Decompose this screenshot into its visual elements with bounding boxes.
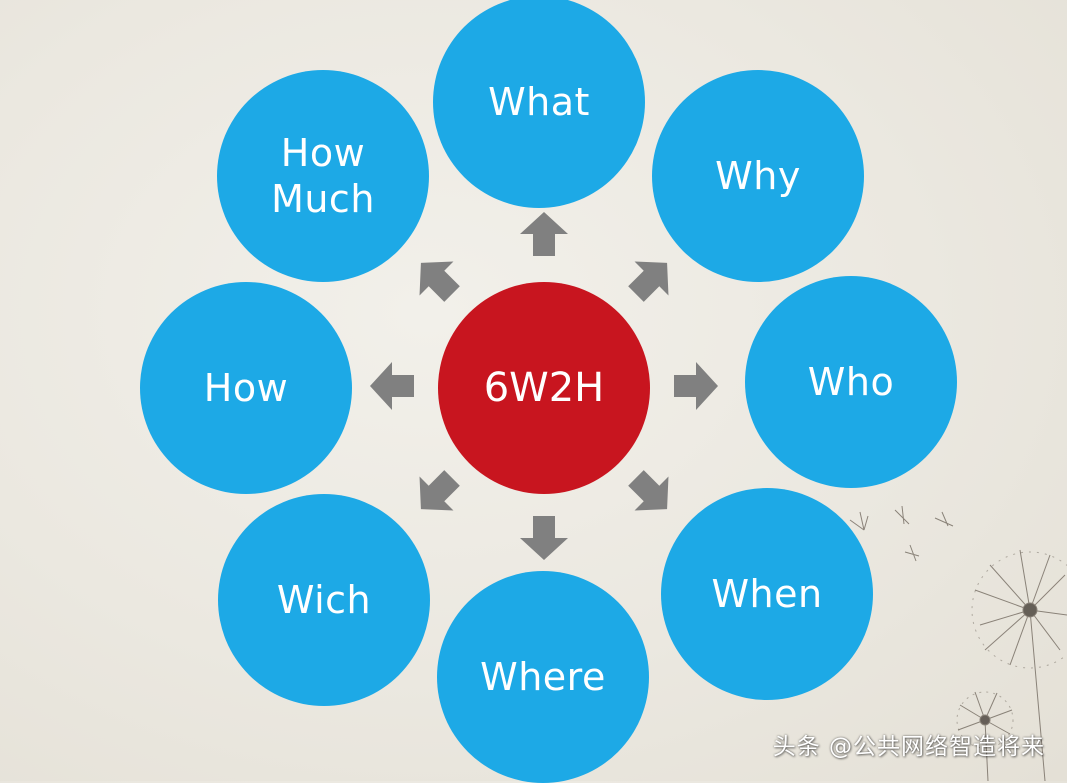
center-node: 6W2H [438, 282, 650, 494]
arrow-left-icon [370, 362, 414, 410]
arrow-right-icon [674, 362, 718, 410]
arrow-up-icon [520, 212, 568, 256]
arrow-down-left-icon [419, 470, 460, 511]
center-label: 6W2H [483, 365, 605, 411]
node-what: What [433, 0, 645, 208]
node-when: When [661, 488, 873, 700]
watermark-text: 头条 @公共网络智造将来 [772, 734, 1045, 760]
node-wich: Wich [218, 494, 430, 706]
arrow-down-right-icon [628, 470, 669, 511]
node-who: Who [745, 276, 957, 488]
node-label: Who [807, 360, 895, 404]
arrow-down-icon [520, 516, 568, 560]
node-why: Why [652, 70, 864, 282]
node-label: What [488, 80, 590, 124]
node-label: When [711, 572, 823, 616]
arrow-up-right-icon [628, 261, 669, 302]
node-label: Wich [276, 578, 372, 622]
node-how-much: How Much [217, 70, 429, 282]
node-label: How [203, 366, 289, 410]
arrow-up-left-icon [419, 261, 460, 302]
node-label: How Much [271, 131, 375, 221]
node-label: Where [480, 655, 606, 699]
node-where: Where [437, 571, 649, 783]
node-how: How [140, 282, 352, 494]
node-label: Why [715, 154, 801, 198]
